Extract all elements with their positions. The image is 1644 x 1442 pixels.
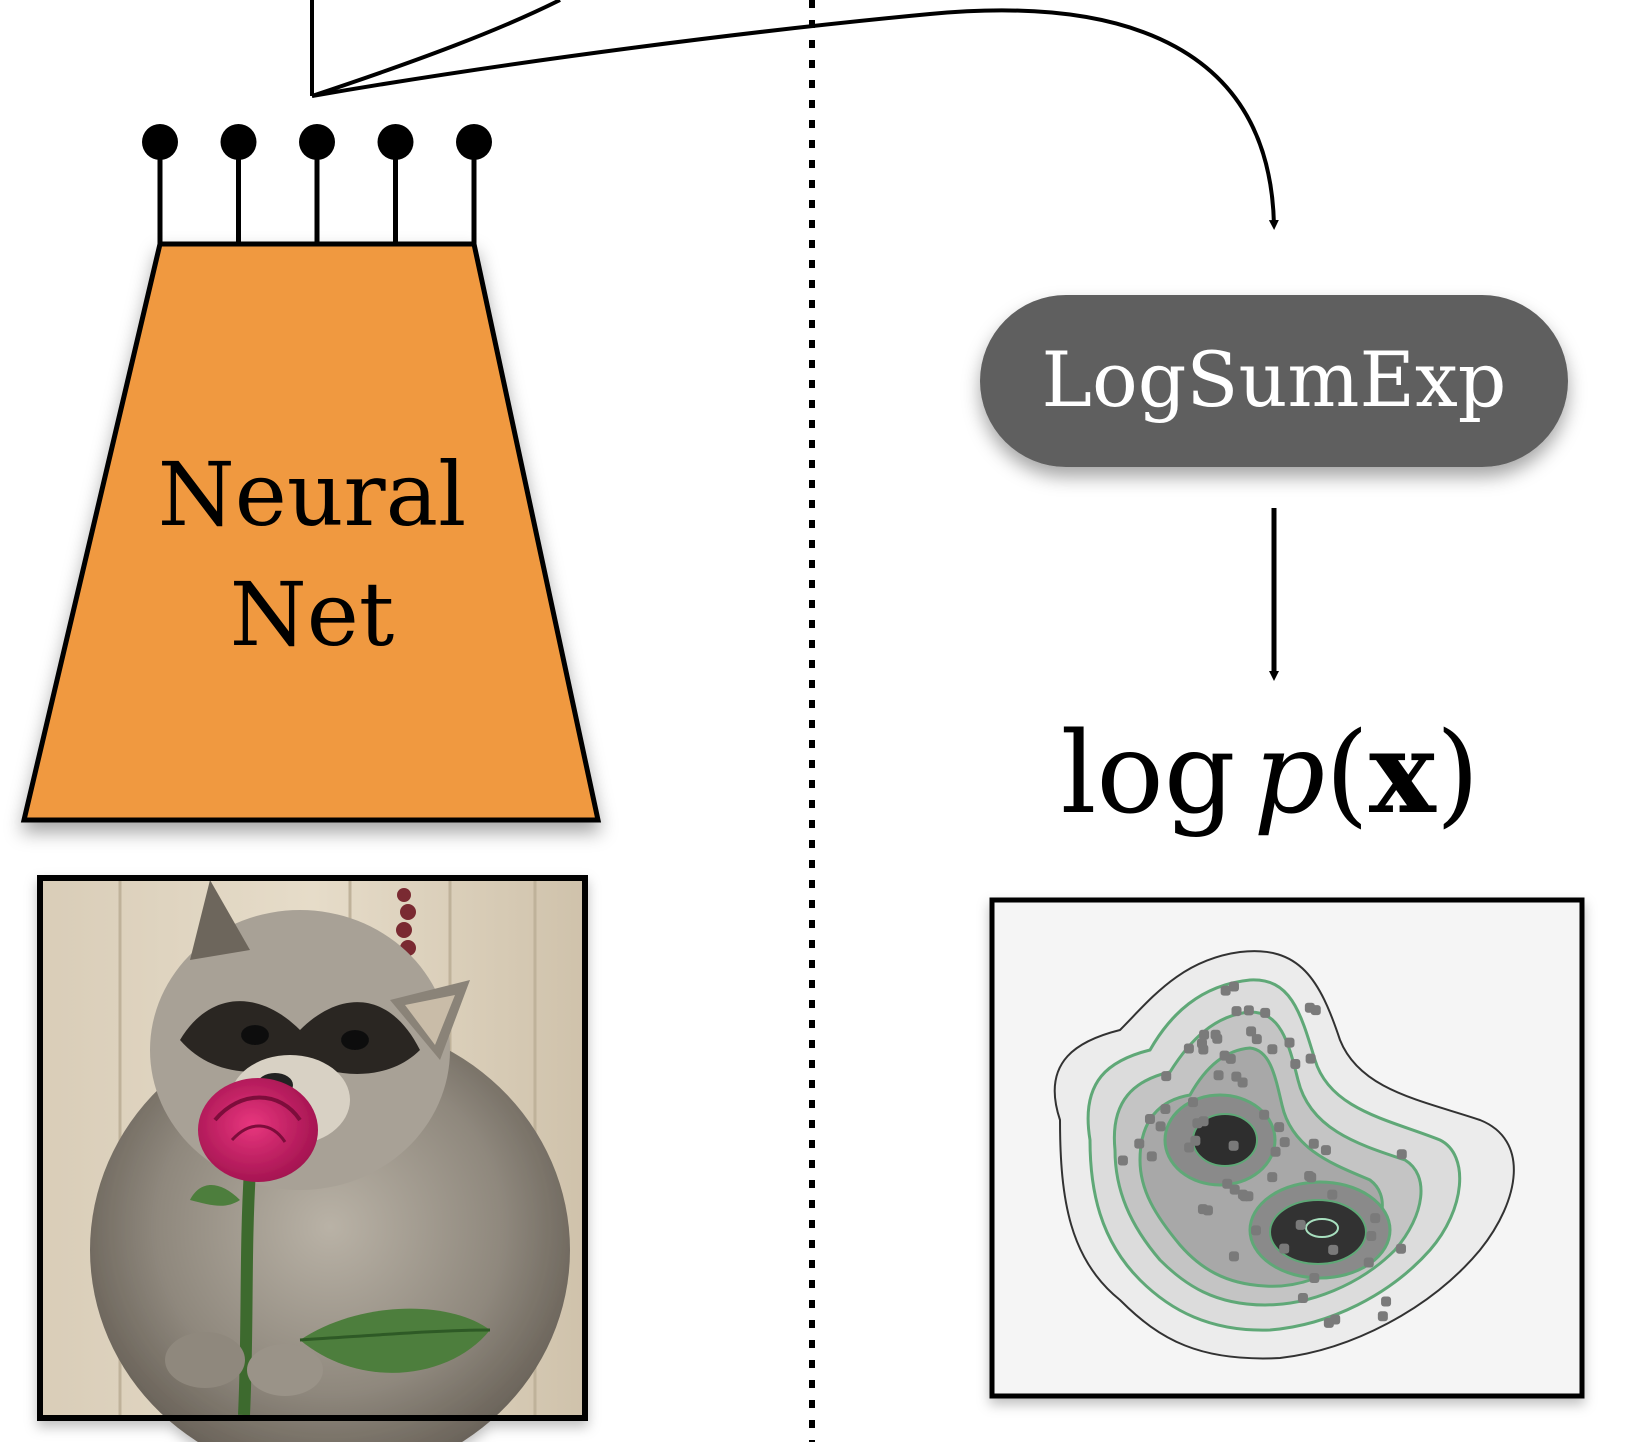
scatter-point [1198,1044,1209,1055]
scatter-point [1251,1225,1262,1236]
logsumexp-label: LogSumExp [1042,335,1507,424]
scatter-point [1117,1155,1128,1166]
scatter-point [1213,1070,1224,1081]
scatter-point [1267,1172,1278,1183]
scatter-point [1228,1140,1239,1151]
scatter-point [1396,1149,1407,1160]
scatter-point [1395,1243,1406,1254]
scatter-point [1222,1178,1233,1189]
scatter-point [1160,1104,1171,1115]
scatter-point [1279,1137,1290,1148]
scatter-point [1309,1272,1320,1283]
formula-open-paren: ( [1325,709,1369,839]
scatter-point [1134,1138,1145,1149]
scatter-point [1259,1109,1270,1120]
scatter-point [1192,1118,1203,1129]
scatter-point [1295,1219,1306,1230]
scatter-point [1197,1204,1208,1215]
scatter-point [1155,1121,1166,1132]
scatter-point [1188,1097,1199,1108]
scatter-point [1304,1002,1315,1013]
formula-p: p [1254,709,1326,839]
scatter-point [1274,1122,1285,1133]
scatter-point [1330,1314,1341,1325]
scatter-point [1199,1029,1210,1040]
scatter-point [1225,1053,1236,1064]
scatter-point [1267,1044,1278,1055]
raccoon-with-rose-photo [37,875,588,1442]
scatter-point [1320,1145,1331,1156]
scatter-point [1231,1006,1242,1017]
output-pin [377,124,414,246]
scatter-point [1363,1257,1374,1268]
2d-density-contour-plot [989,897,1585,1399]
scatter-point [1305,1053,1316,1064]
scatter-point [1328,1244,1339,1255]
logsumexp-node [980,295,1568,467]
scatter-point [1284,1037,1295,1048]
scatter-point [1246,1026,1257,1037]
output-pins [142,124,492,246]
scatter-point [1146,1151,1157,1162]
scatter-point [1190,1135,1201,1146]
scatter-point [1144,1114,1155,1125]
scatter-point [1229,1184,1240,1195]
scatter-point [1377,1311,1388,1322]
scatter-point [1290,1059,1301,1070]
scatter-point [1260,1007,1271,1018]
scatter-point [1366,1230,1377,1241]
formula-close-paren: ) [1436,709,1480,839]
scatter-point [1327,1189,1338,1200]
formula-x: x [1369,708,1437,839]
scatter-point [1228,981,1239,992]
scatter-point [1237,1077,1248,1088]
scatter-point [1308,1138,1319,1149]
scatter-point [1210,1029,1221,1040]
output-pin [220,124,257,246]
formula-log: log [1061,709,1236,839]
scatter-point [1228,1251,1239,1262]
neural-net-block [20,241,602,823]
scatter-point [1183,1043,1194,1054]
scatter-point [1279,1243,1290,1254]
output-pin [142,124,178,246]
output-pin [456,124,492,246]
neural-net-label-line2: Net [230,563,394,666]
scatter-point [1161,1071,1172,1082]
scatter-point [1306,1172,1317,1183]
neural-net-label-line1: Neural [158,443,466,546]
scatter-point [1381,1296,1392,1307]
output-pin [299,124,335,246]
scatter-point [1237,1189,1248,1200]
scatter-point [1370,1213,1381,1224]
scatter-point [1243,1005,1254,1016]
connector-lines [310,0,1279,230]
scatter-point [1251,1034,1262,1045]
scatter-point [1220,985,1231,996]
scatter-point [1270,1146,1281,1157]
scatter-point [1297,1292,1308,1303]
